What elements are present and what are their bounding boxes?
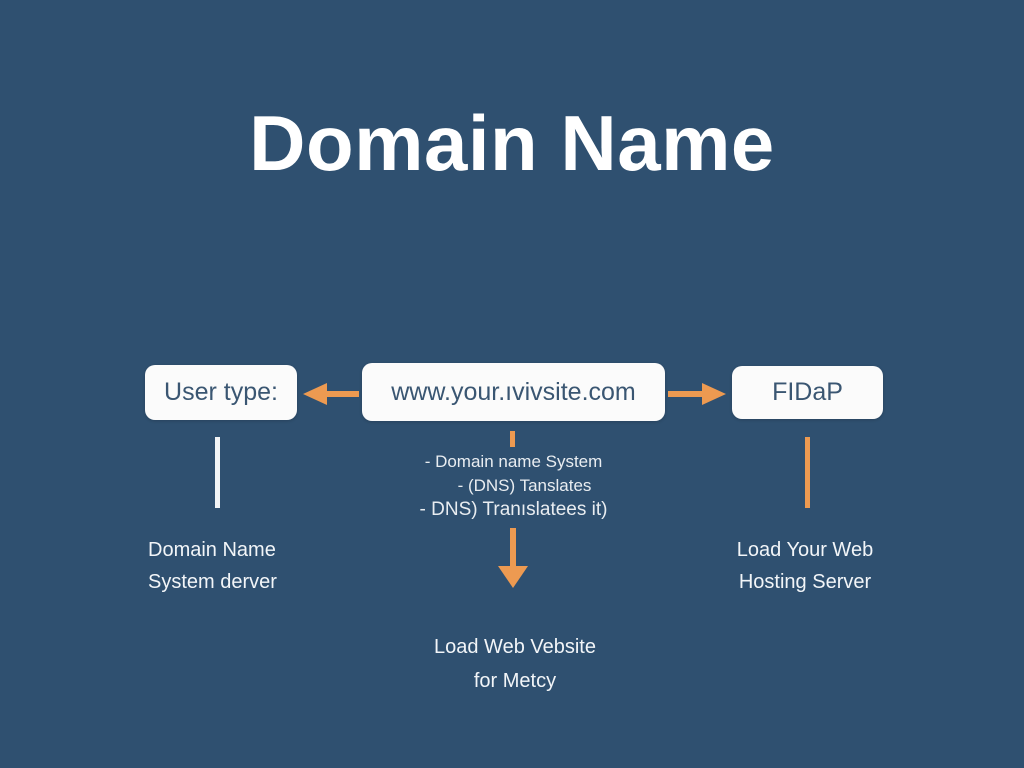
caption-left: Domain Name System derver	[148, 534, 408, 598]
node-box-user[interactable]: User type:	[145, 365, 297, 420]
connector-line-left	[215, 437, 220, 508]
node-label-fidap: FIDaP	[772, 378, 843, 406]
node-box-url[interactable]: www.your.ıvivsite.com	[362, 363, 665, 421]
arrow-left-icon	[303, 383, 359, 405]
bullet-item: - (DNS) Tanslates	[457, 476, 592, 495]
arrow-left-shaft	[325, 391, 359, 397]
arrow-down-icon	[498, 528, 528, 588]
caption-center-line2: for Metcy	[473, 670, 557, 692]
caption-right-line2: Hosting Server	[738, 571, 872, 593]
caption-left-line2: System derver	[148, 571, 277, 593]
arrow-right-shaft	[668, 391, 704, 397]
arrow-left-head	[303, 383, 327, 405]
caption-right-line1: Load Your Web	[736, 539, 874, 561]
node-label-user: User type:	[164, 378, 278, 406]
caption-center-line1: Load Web Vebsite	[434, 636, 596, 658]
node-label-url: www.your.ıvivsite.com	[391, 377, 636, 406]
arrow-down-head	[498, 566, 528, 588]
arrow-down-shaft	[510, 528, 516, 568]
bullet-item: - DNS) Tranıslatees it)	[419, 499, 608, 520]
caption-right: Load Your Web Hosting Server	[660, 534, 950, 598]
arrow-right-head	[702, 383, 726, 405]
arrow-right-icon	[668, 383, 726, 405]
bullet-list: - Domain name System - (DNS) Tanslates -…	[362, 450, 665, 522]
node-box-fidap[interactable]: FIDaP	[732, 366, 883, 419]
page-title: Domain Name	[249, 99, 775, 187]
connector-tick-center	[510, 431, 515, 447]
caption-center: Load Web Vebsite for Metcy	[370, 631, 660, 697]
caption-left-line1: Domain Name	[148, 539, 276, 561]
connector-line-right	[805, 437, 810, 508]
bullet-item: - Domain name System	[424, 452, 603, 471]
